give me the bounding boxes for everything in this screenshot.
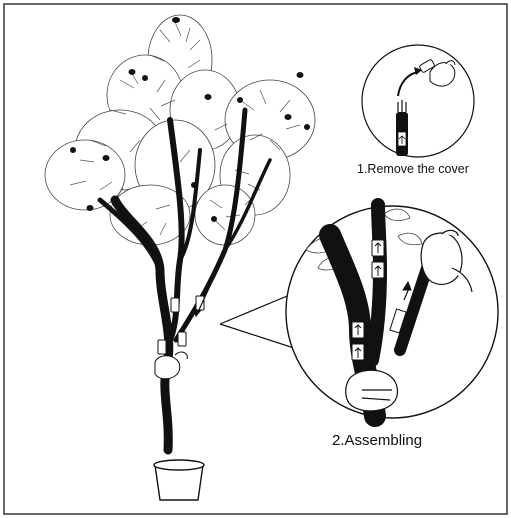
pot-icon [154,460,204,500]
step1-callout [362,45,474,157]
step1-circle [362,45,474,157]
step2-label: 2.Assembling [332,432,422,449]
step1-label: 1.Remove the cover [357,162,469,176]
hand-icon [346,370,398,411]
